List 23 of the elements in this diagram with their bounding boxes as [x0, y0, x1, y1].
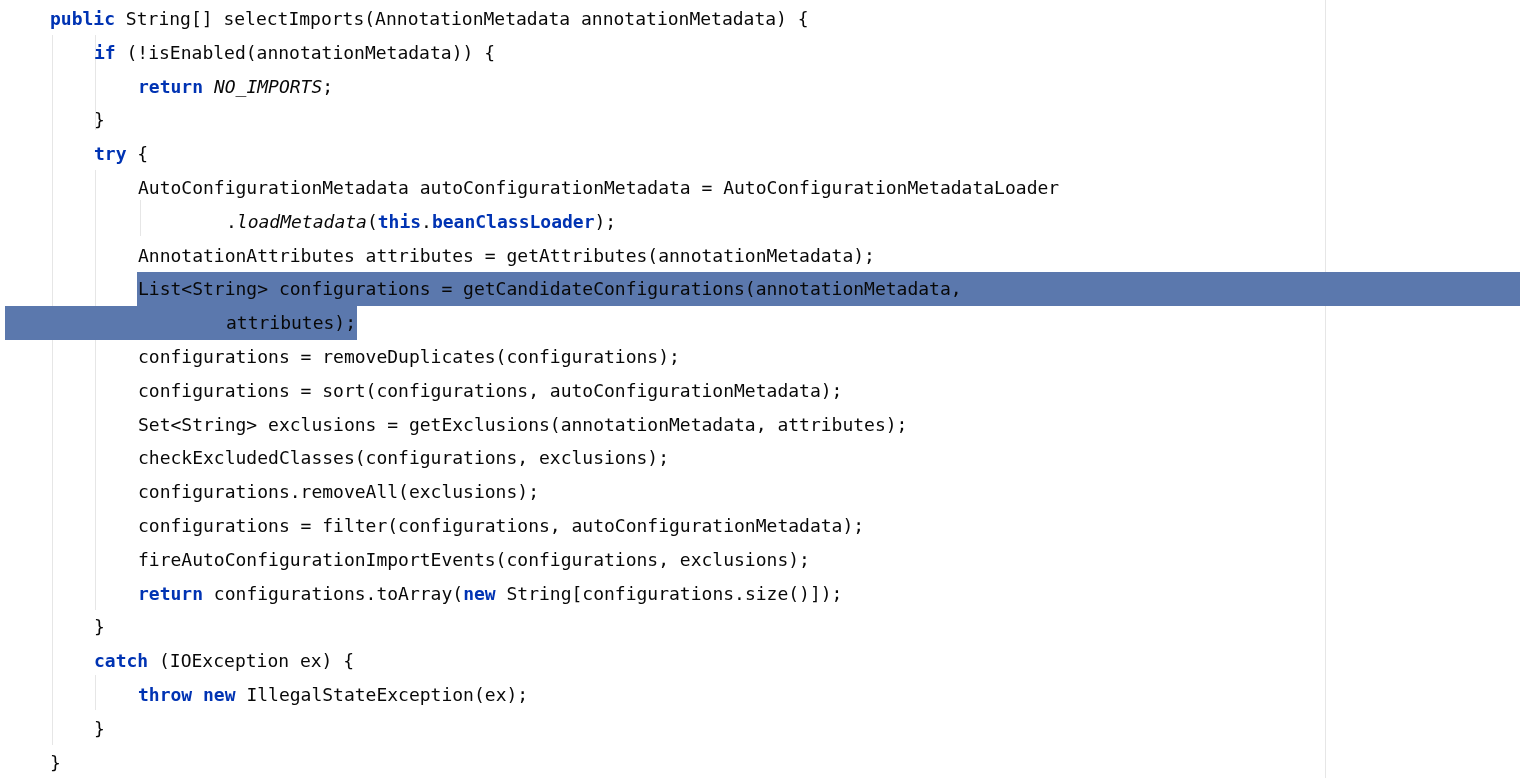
code-line: List<String> configurations = getCandidateConfigurations(annotationMetadata, — [138, 278, 962, 301]
code-line: } — [94, 109, 105, 132]
code-line: return NO_IMPORTS; — [138, 75, 334, 98]
code-line: configurations.removeAll(exclusions); — [138, 481, 539, 504]
code-line: Set<String> exclusions = getExclusions(annotationMetadata, attributes); — [138, 413, 908, 436]
code-line: configurations = removeDuplicates(configurations); — [138, 346, 680, 368]
code-line: try { — [94, 143, 149, 166]
code-line: fireAutoConfigurationImportEvents(configurations, exclusions); — [138, 548, 810, 571]
code-line: AnnotationAttributes attributes = getAttributes(annotationMetadata); — [138, 244, 875, 267]
code-line: checkExcludedClasses(configurations, exclusions); — [138, 447, 669, 470]
code-line: } — [50, 751, 61, 774]
code-line: attributes); — [226, 312, 357, 335]
code-line: AutoConfigurationMetadata autoConfigurationMetadata = AutoConfigurationMetadataLoader — [138, 177, 1060, 199]
code-line: catch (IOException ex) { — [94, 650, 355, 673]
code-line: if (!isEnabled(annotationMetadata)) { — [94, 41, 495, 64]
code-line: throw new IllegalStateException(ex); — [138, 684, 529, 706]
code-line: } — [94, 616, 105, 639]
code-line: } — [94, 717, 105, 740]
code-line: public String[] selectImports(AnnotationMetadata annotationMetadata) { — [50, 8, 809, 30]
code-line: configurations = filter(configurations, autoConfigurationMetadata); — [138, 515, 865, 537]
code-line: .loadMetadata(this.beanClassLoader); — [226, 210, 617, 233]
code-line: configurations = sort(configurations, autoConfigurationMetadata); — [138, 379, 843, 402]
code-line: return configurations.toArray(new String[configurations.size()]); — [138, 582, 843, 605]
